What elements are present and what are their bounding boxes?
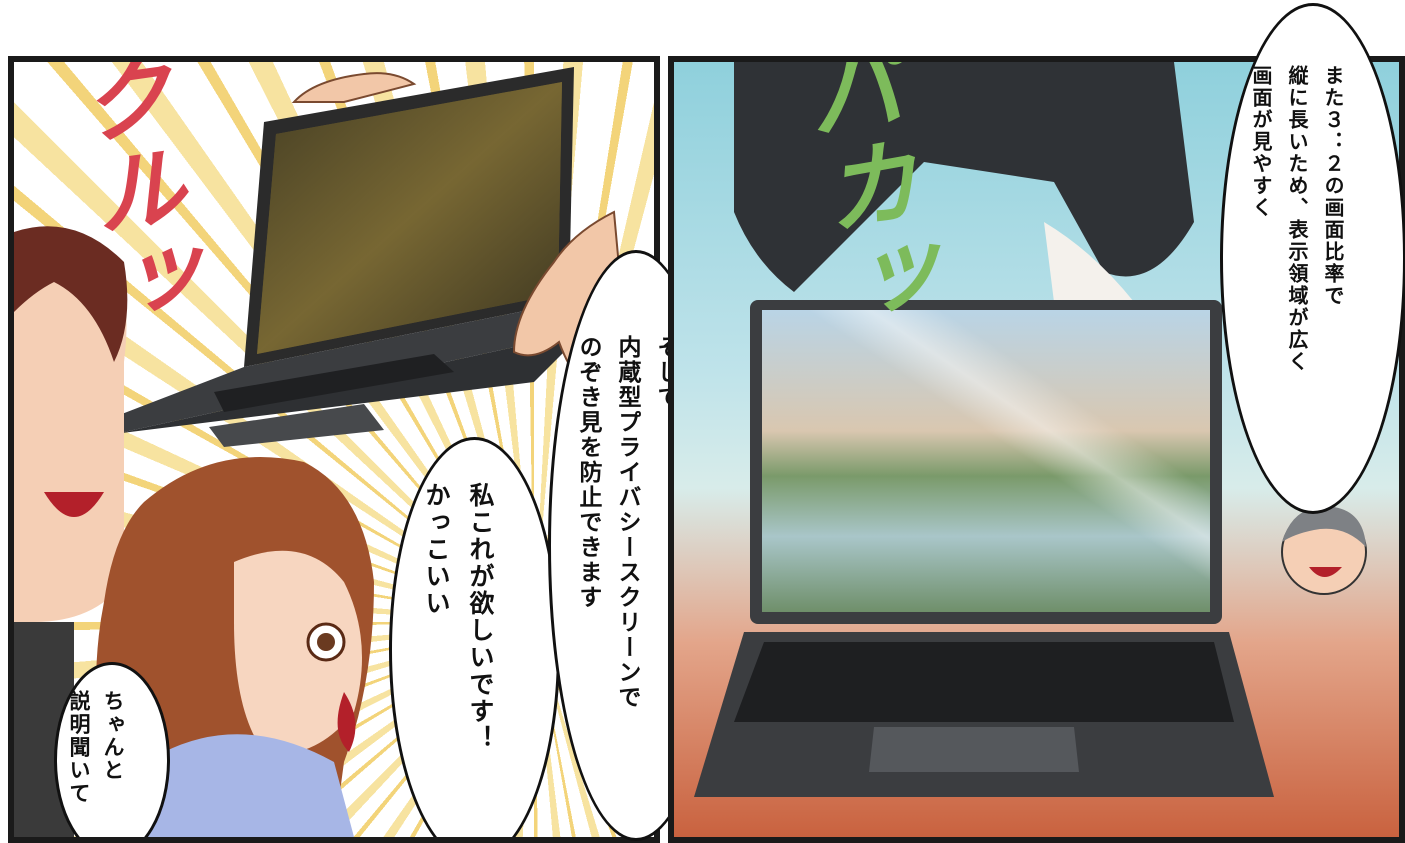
bubble-text-man-left: ちゃんと 説明聞いて xyxy=(67,690,125,805)
bubble-text-privacy: そして 内蔵型プライバシースクリーンで のぞき見を防止できます xyxy=(575,335,679,710)
bubble-text-woman: 私これが欲しいです！ かっこいい xyxy=(422,482,495,752)
left-panel-art xyxy=(14,67,626,837)
speech-bubble-man-left xyxy=(54,662,170,837)
speech-bubble-woman xyxy=(389,437,560,837)
man-character-left xyxy=(14,226,128,837)
businessman-suit xyxy=(734,62,1194,322)
open-laptop-illustration xyxy=(694,300,1274,797)
speech-bubble-man-right xyxy=(1220,3,1405,514)
bubble-text-man-right: また３：２の画面比率で 縦に長いため、表示領域が広く 画面が見やすく xyxy=(1249,65,1345,373)
right-panel-art xyxy=(694,62,1367,797)
manga-panel-left: クルッ ちゃんと 説明聞いて 私これが欲しいです！ かっこいい xyxy=(8,56,660,843)
privacy-laptop-illustration xyxy=(114,67,584,447)
businessman-head-small xyxy=(1281,506,1367,595)
